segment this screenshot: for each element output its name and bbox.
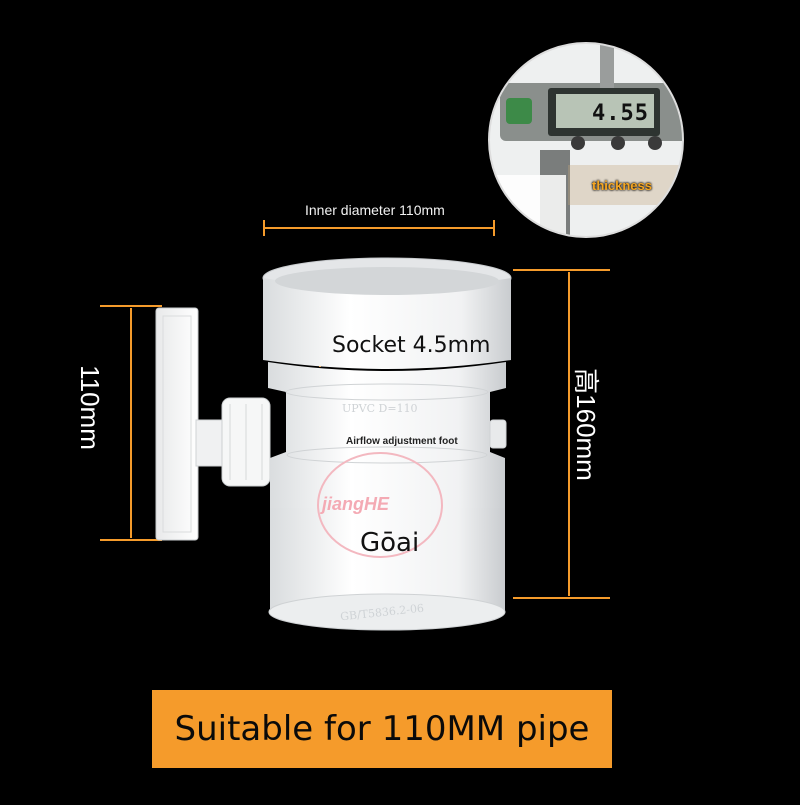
height-160-label: 高160mm <box>570 368 601 481</box>
caliper-reading: 4.55 <box>592 101 649 126</box>
airflow-label: Airflow adjustment foot <box>346 436 458 447</box>
height-110-label: 110mm <box>74 365 105 450</box>
inner-diameter-label: Inner diameter 110mm <box>305 202 445 218</box>
brand-label: Gōai <box>360 528 420 558</box>
caliper-inset <box>488 42 684 238</box>
valve-handle <box>155 307 271 541</box>
embossed-upvc: UPVC D=110 <box>342 402 418 415</box>
socket-label: Socket 4.5mm <box>332 333 491 358</box>
banner-text: Suitable for 110MM pipe <box>174 709 590 749</box>
thickness-label: thickness <box>592 178 652 193</box>
suitability-banner: Suitable for 110MM pipe <box>152 690 612 768</box>
brand-watermark: jiangHE <box>322 494 390 514</box>
pipe-body <box>262 257 512 631</box>
